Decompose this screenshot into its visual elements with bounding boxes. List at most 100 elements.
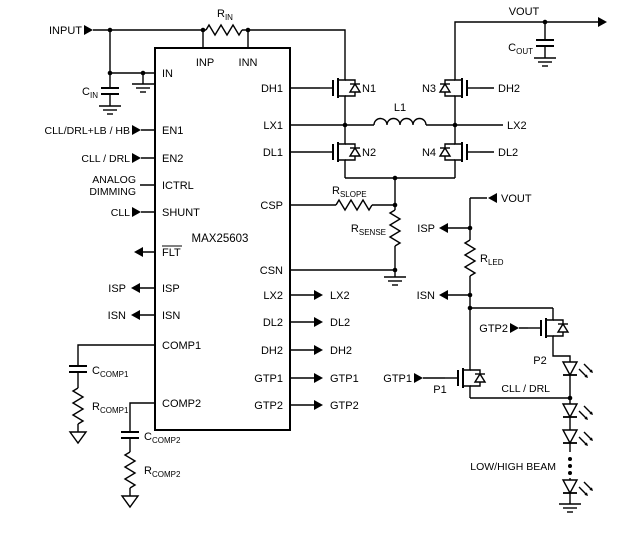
ic-block: IN INP INN EN1 EN2 ICTRL SHUNT FLT ISP I…: [154, 47, 291, 431]
label-n3: N3: [422, 83, 436, 95]
junction-dot: [200, 27, 206, 33]
signal-ground-symbol: [69, 431, 87, 444]
en1-arrow: [132, 125, 141, 135]
label-n2: N2: [362, 147, 376, 159]
net-labels: INPUT VOUT VOUT LX2 DH2 DL2 LX2 DL2 DH2 …: [45, 6, 557, 473]
pin-label-gtp1: GTP1: [254, 373, 283, 385]
en2-arrow: [132, 153, 141, 163]
pin-label-dh2: DH2: [261, 345, 283, 357]
net-label-ictrl-line2: DIMMING: [89, 186, 136, 198]
pin-label-inp: INP: [196, 57, 214, 69]
net-label-vout-top: VOUT: [509, 6, 540, 18]
net-label-isp-pin: ISP: [108, 283, 126, 295]
pin-label-csp: CSP: [260, 200, 283, 212]
vout-mid-arrow: [488, 193, 497, 203]
junction-dot: [392, 267, 398, 273]
label-ccomp2: CCOMP2: [144, 431, 181, 445]
label-n4: N4: [422, 147, 436, 159]
resistor-rin: [205, 24, 243, 36]
net-label-isp-rail: ISP: [417, 223, 435, 235]
led-ellipsis-dot: [568, 464, 572, 468]
junction-dot: [567, 395, 573, 401]
component-symbols: [68, 24, 593, 513]
mosfet-p1: [444, 357, 486, 399]
junction-dots: [107, 19, 573, 401]
gtp1-flag-arrow: [314, 373, 323, 383]
pin-label-shunt: SHUNT: [162, 207, 200, 219]
junction-dot: [392, 202, 398, 208]
junction-dot: [467, 305, 473, 311]
isn-rail-arrow: [439, 290, 448, 300]
label-rsense: RSENSE: [351, 223, 386, 237]
net-label-dh2-pin: DH2: [330, 345, 352, 357]
capacitor-ccomp1: [68, 365, 88, 373]
pin-label-inn: INN: [239, 57, 258, 69]
junction-dot: [452, 122, 458, 128]
pin-label-isn: ISN: [162, 310, 180, 322]
ground-symbol: [98, 105, 122, 115]
led-4: [563, 480, 593, 496]
isn-pin-arrow: [131, 310, 140, 320]
junction-dot: [140, 70, 146, 76]
flt-arrow: [134, 247, 143, 257]
ic-body: [154, 47, 291, 431]
mosfet-p2: [527, 307, 569, 349]
net-label-gtp1-pin: GTP1: [330, 373, 359, 385]
label-rled: RLED: [480, 253, 504, 267]
net-label-isn-rail: ISN: [417, 290, 435, 302]
resistor-rcomp1: [72, 387, 84, 425]
label-rcomp2: RCOMP2: [144, 465, 181, 479]
led-ellipsis-dot: [568, 457, 572, 461]
label-cout: COUT: [508, 42, 533, 56]
pin-label-lx1: LX1: [263, 120, 283, 132]
pin-label-in: IN: [162, 68, 173, 80]
pin-label-dl2: DL2: [263, 317, 283, 329]
label-l1: L1: [394, 102, 406, 114]
gtp2-flag-arrow: [314, 400, 323, 410]
net-label-dl2-gate: DL2: [498, 147, 518, 159]
pin-label-isp: ISP: [162, 283, 180, 295]
vout-top-arrow: [598, 17, 607, 27]
net-label-lx2-coil: LX2: [507, 120, 527, 132]
pin-label-comp2: COMP2: [162, 398, 201, 410]
label-n1: N1: [362, 83, 376, 95]
pin-label-flt: FLT: [162, 247, 181, 259]
net-label-dh2-gate: DH2: [498, 83, 520, 95]
led-3: [563, 430, 593, 446]
junction-dot: [467, 225, 473, 231]
net-label-en1: CLL/DRL+LB / HB: [45, 125, 131, 137]
junction-dot: [342, 122, 348, 128]
net-label-gtp2-pin: GTP2: [330, 400, 359, 412]
net-label-led-group: CLL / DRL: [501, 383, 550, 395]
pin-label-comp1: COMP1: [162, 340, 201, 352]
resistor-rslope: [335, 199, 373, 211]
net-label-gtp2-gate: GTP2: [479, 323, 508, 335]
pin-label-en1: EN1: [162, 125, 183, 137]
ground-symbol: [131, 83, 155, 93]
pin-label-dh1: DH1: [261, 83, 283, 95]
junction-dot: [107, 70, 113, 76]
led-ellipsis-dot: [568, 471, 572, 475]
dh2-flag-arrow: [314, 345, 323, 355]
led-2: [563, 404, 593, 420]
junction-dot: [467, 292, 473, 298]
shunt-arrow: [132, 207, 141, 217]
ground-symbol: [533, 57, 557, 67]
junction-dot: [542, 19, 548, 25]
pin-label-csn: CSN: [260, 265, 283, 277]
net-label-ictrl-line1: ANALOG: [92, 174, 136, 186]
net-label-dl2-pin: DL2: [330, 317, 350, 329]
isp-pin-arrow: [131, 283, 140, 293]
junction-dot: [107, 27, 113, 33]
gtp1-gate-arrow: [414, 373, 423, 383]
pin-label-ictrl: ICTRL: [162, 180, 194, 192]
pin-label-lx2: LX2: [263, 290, 283, 302]
label-ccomp1: CCOMP1: [92, 365, 129, 379]
led-1: [563, 362, 593, 378]
net-label-input: INPUT: [49, 25, 82, 37]
mosfet-n3: [439, 67, 481, 109]
net-label-gtp1-gate: GTP1: [383, 373, 412, 385]
net-flag-arrows: [84, 17, 607, 410]
